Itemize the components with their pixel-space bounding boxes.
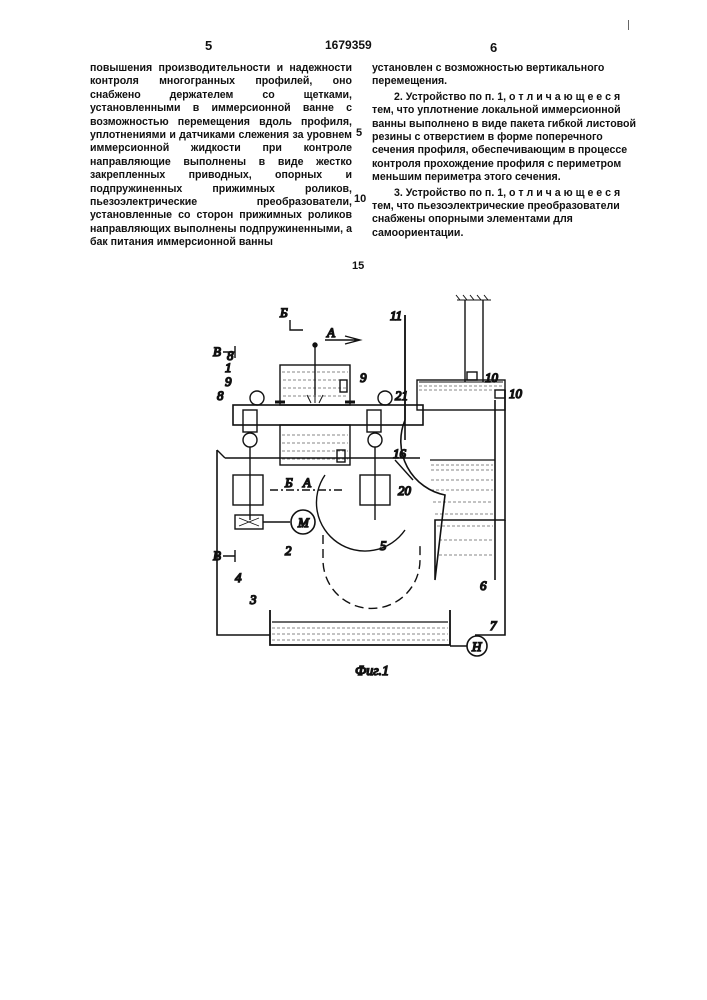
sensor-16 [337,450,345,462]
roller-bottom-right [368,433,382,447]
label-10-b: 10 [509,386,523,401]
section-b-top [290,320,303,330]
claim-2: 2. Устройство по п. 1, о т л и ч а ю щ е… [372,91,640,185]
label-10-a: 10 [485,370,499,385]
level-sensor-10a [467,372,477,380]
reservoir-liquid [272,628,448,640]
label-section-a: А [326,325,335,340]
label-section-b: Б [279,305,288,320]
right-text-column: установлен с возможностью вертикального … [372,62,640,240]
leader-20 [395,460,413,480]
left-text-column: повышения производительности и надежност… [90,62,352,250]
corner-tick [628,20,629,30]
roller-top-right [378,391,392,405]
transducer-left [243,410,257,432]
patent-number: 1679359 [325,38,372,52]
section-v-bottom [223,550,235,562]
profile-beam [233,405,423,425]
label-9-left: 9 [225,374,232,389]
transducer-right [367,410,381,432]
roller-top-left [250,391,264,405]
page-number-right: 6 [490,40,497,55]
gearbox-left [233,475,263,505]
label-section-a-lower: А [302,475,311,490]
label-3: 3 [249,592,257,607]
sensor-upper [340,380,347,392]
suspension-rods [465,300,483,382]
roller-bottom-left [243,433,257,447]
line-number-10: 10 [354,193,366,205]
label-2: 2 [285,543,292,558]
label-20: 20 [398,483,412,498]
line-number-5: 5 [356,127,362,139]
page-number-left: 5 [205,38,212,53]
label-6: 6 [480,578,487,593]
label-4: 4 [235,570,242,585]
lower-bath-liquid [282,435,348,459]
dashed-lowered-position [323,535,420,608]
label-9-right: 9 [360,370,367,385]
label-7: 7 [490,618,497,633]
label-16: 16 [393,446,407,461]
trough-5 [316,475,405,551]
left-column-paragraph: повышения производительности и надежност… [90,62,352,250]
label-1: 1 [225,360,232,375]
label-11: 11 [390,308,402,323]
claim-continuation: установлен с возможностью вертикального … [372,62,640,89]
figure-caption: Фиг.1 [355,664,389,679]
ground-hatch [456,295,491,300]
label-21: 21 [395,388,408,403]
patent-figure-1: Б А В В Б А 8 1 9 9 8 21 11 10 10 16 20 … [195,290,535,700]
return-pipe-4 [217,450,270,635]
gearbox-cross [239,518,259,526]
holder-top [313,343,317,347]
label-8-mid: 8 [217,388,224,403]
level-sensor-10b [495,390,505,398]
label-section-v-bottom: В [213,548,221,563]
claim-3: 3. Устройство по п. 1, о т л и ч а ю щ е… [372,187,640,241]
label-section-v-top: В [213,344,221,359]
label-motor: М [297,515,310,530]
line-number-15: 15 [352,260,364,272]
label-pump: Н [471,639,482,654]
upper-tank-liquid [419,386,503,390]
label-5: 5 [380,538,387,553]
label-section-b-lower: Б [284,475,293,490]
